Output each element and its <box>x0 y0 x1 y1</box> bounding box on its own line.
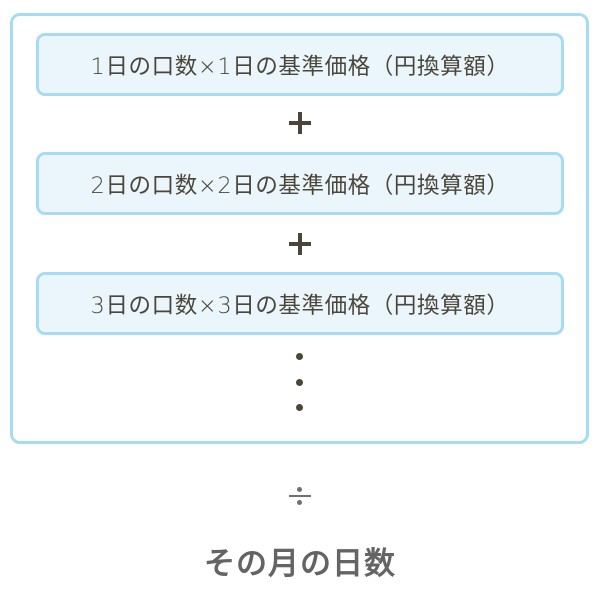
plus-icon <box>289 112 311 134</box>
ellipsis-dot <box>296 353 303 360</box>
term-day-3-label: 3日の口数×3日の基準価格（円換算額） <box>90 292 510 319</box>
term-day-3: 3日の口数×3日の基準価格（円換算額） <box>36 272 564 335</box>
term-day-2: 2日の口数×2日の基準価格（円換算額） <box>36 152 564 215</box>
term-day-2-label: 2日の口数×2日の基準価格（円換算額） <box>90 172 510 199</box>
denominator-label: その月の日数 <box>204 546 396 582</box>
term-day-1: 1日の口数×1日の基準価格（円換算額） <box>36 33 564 96</box>
plus-icon <box>289 233 311 255</box>
term-day-1-label: 1日の口数×1日の基準価格（円換算額） <box>90 53 510 80</box>
ellipsis-dot <box>296 404 303 411</box>
ellipsis-dot <box>296 379 303 386</box>
divide-icon <box>288 485 312 507</box>
